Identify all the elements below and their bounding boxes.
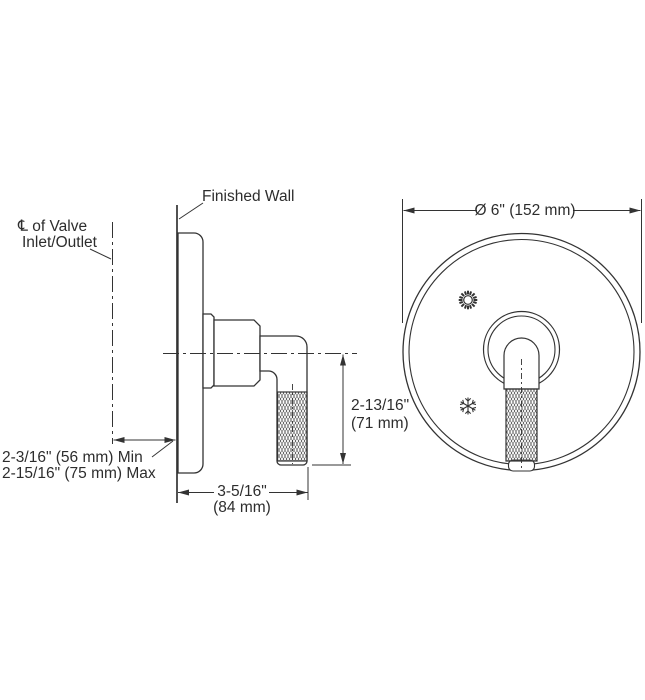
diameter-label: Ø 6" (152 mm) (474, 202, 575, 219)
finished-wall-label: Finished Wall (202, 188, 294, 205)
snowflake-icon (459, 397, 477, 415)
projection-label-line1: 3-5/16" (217, 483, 266, 500)
projection-label-line2: (84 mm) (213, 499, 271, 516)
front-view-annotations (402, 199, 642, 323)
finished-wall-leader (178, 202, 204, 220)
side-view-annotations (89, 202, 351, 500)
centerline-label-line1: ℄ of Valve (17, 218, 87, 235)
handle-drop-label-line1: 2-13/16" (351, 397, 409, 414)
wall-depth-leader (151, 440, 174, 458)
escutcheon-ring-side (202, 313, 215, 389)
centerline-label-line2: Inlet/Outlet (22, 234, 98, 251)
wall-depth-max-label: 2-15/16" (75 mm) Max (2, 465, 156, 482)
centerline-label-leader (89, 248, 112, 260)
wall-depth-min-label: 2-3/16" (56 mm) Min (2, 449, 143, 466)
handle-drop-label-line2: (71 mm) (351, 415, 409, 432)
sun-icon (458, 290, 478, 310)
side-view (112, 205, 357, 503)
front-view (402, 232, 641, 472)
